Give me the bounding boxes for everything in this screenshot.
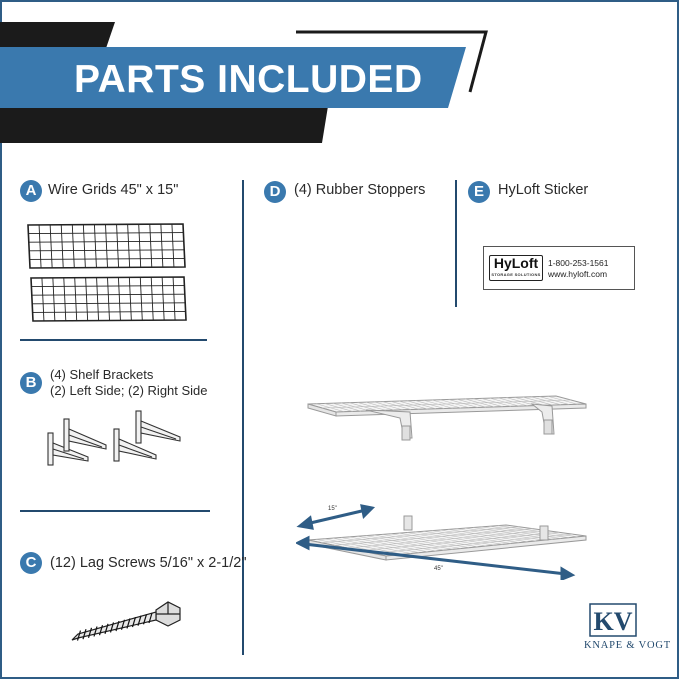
width-arrow (303, 542, 567, 576)
sticker-phone: 1-800-253-1561 (548, 258, 609, 268)
shelf-top-view (307, 515, 587, 561)
brand-name: KNAPE & VOGT (584, 640, 671, 651)
bracket-1 (47, 432, 89, 466)
divider-horizontal-a (20, 339, 207, 341)
hyloft-logo: HyLoft STORAGE SOLUTIONS (489, 255, 543, 281)
width-dimension-label: 45" (434, 566, 443, 572)
wire-grids-illustration (27, 223, 187, 322)
banner (0, 22, 488, 143)
lag-screw-illustration (71, 601, 181, 641)
depth-dimension-label: 15" (328, 506, 337, 512)
part-e-label: HyLoft Sticker (498, 182, 589, 198)
divider-vertical-right (455, 180, 457, 307)
part-a-label: Wire Grids 45" x 15" (48, 182, 179, 198)
depth-arrow (305, 508, 367, 526)
dimension-arrows (296, 504, 576, 580)
badge-e: E (468, 181, 490, 203)
part-c-label: (12) Lag Screws 5/16" x 2-1/2" (50, 555, 247, 571)
knape-vogt-logo-icon: KV (589, 603, 637, 637)
shelf-side-view (307, 395, 587, 441)
divider-horizontal-b (20, 510, 210, 512)
shelf-brackets-illustration (47, 410, 181, 466)
sticker-website: www.hyloft.com (548, 269, 608, 279)
page-title: PARTS INCLUDED (74, 58, 423, 101)
hyloft-logo-subtext: STORAGE SOLUTIONS (491, 272, 541, 277)
svg-text:KV: KV (594, 607, 633, 636)
badge-b: B (20, 372, 42, 394)
badge-a: A (20, 180, 42, 202)
bracket-2 (63, 418, 107, 452)
badge-c: C (20, 552, 42, 574)
wire-grid-top (27, 223, 186, 269)
bracket-3 (113, 428, 157, 462)
banner-accent-line (296, 30, 488, 93)
badge-d: D (264, 181, 286, 203)
part-d-label: (4) Rubber Stoppers (294, 182, 426, 198)
divider-vertical-left (242, 180, 244, 655)
banner-blue (0, 47, 466, 108)
hyloft-logo-text: HyLoft (493, 255, 539, 271)
part-b-label-line1: (4) Shelf Brackets (50, 367, 154, 382)
part-b-label-line2: (2) Left Side; (2) Right Side (50, 383, 208, 398)
hyloft-sticker: HyLoft STORAGE SOLUTIONS 1-800-253-1561 … (483, 246, 635, 290)
assembled-shelf-illustration (296, 395, 587, 580)
wire-grid-bottom (30, 276, 187, 322)
bracket-4 (135, 410, 181, 444)
